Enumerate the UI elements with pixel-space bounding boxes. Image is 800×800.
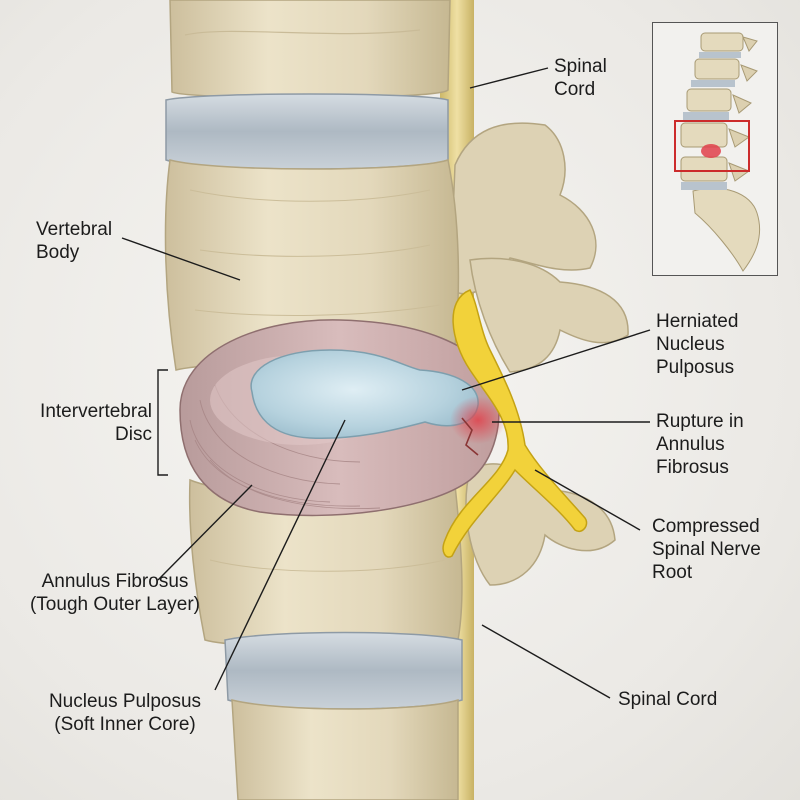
label-annulus-fibrosus: Annulus Fibrosus (Tough Outer Layer) [29,571,201,615]
upper-disc [165,93,449,170]
lumbar-spine-thumbnail [674,32,761,272]
nerve-root [442,289,588,558]
label-compressed-spinal-nerve-root: Compressed Spinal Nerve Root [652,516,761,583]
upper-vertebra [169,0,451,99]
lower-disc [224,631,463,710]
herniated-disc [179,319,506,517]
label-rupture-annulus-fibrosus: Rupture in Annulus Fibrosus [656,411,744,478]
bottom-vertebra [231,698,459,800]
label-herniated-nucleus-pulposus: Herniated Nucleus Pulposus [656,311,739,378]
label-intervertebral-disc: Intervertebral Disc [40,401,152,445]
label-spinal-cord-top: Spinal Cord [554,56,607,100]
label-vertebral-body: Vertebral Body [36,219,113,263]
vertebral-processes [449,122,629,586]
vertebral-body [164,159,460,371]
label-spinal-cord-bottom: Spinal Cord [618,689,718,710]
leader-lines [121,67,651,699]
label-nucleus-pulposus: Nucleus Pulposus (Soft Inner Core) [48,691,202,735]
lumbar-spine-inset [652,22,778,276]
